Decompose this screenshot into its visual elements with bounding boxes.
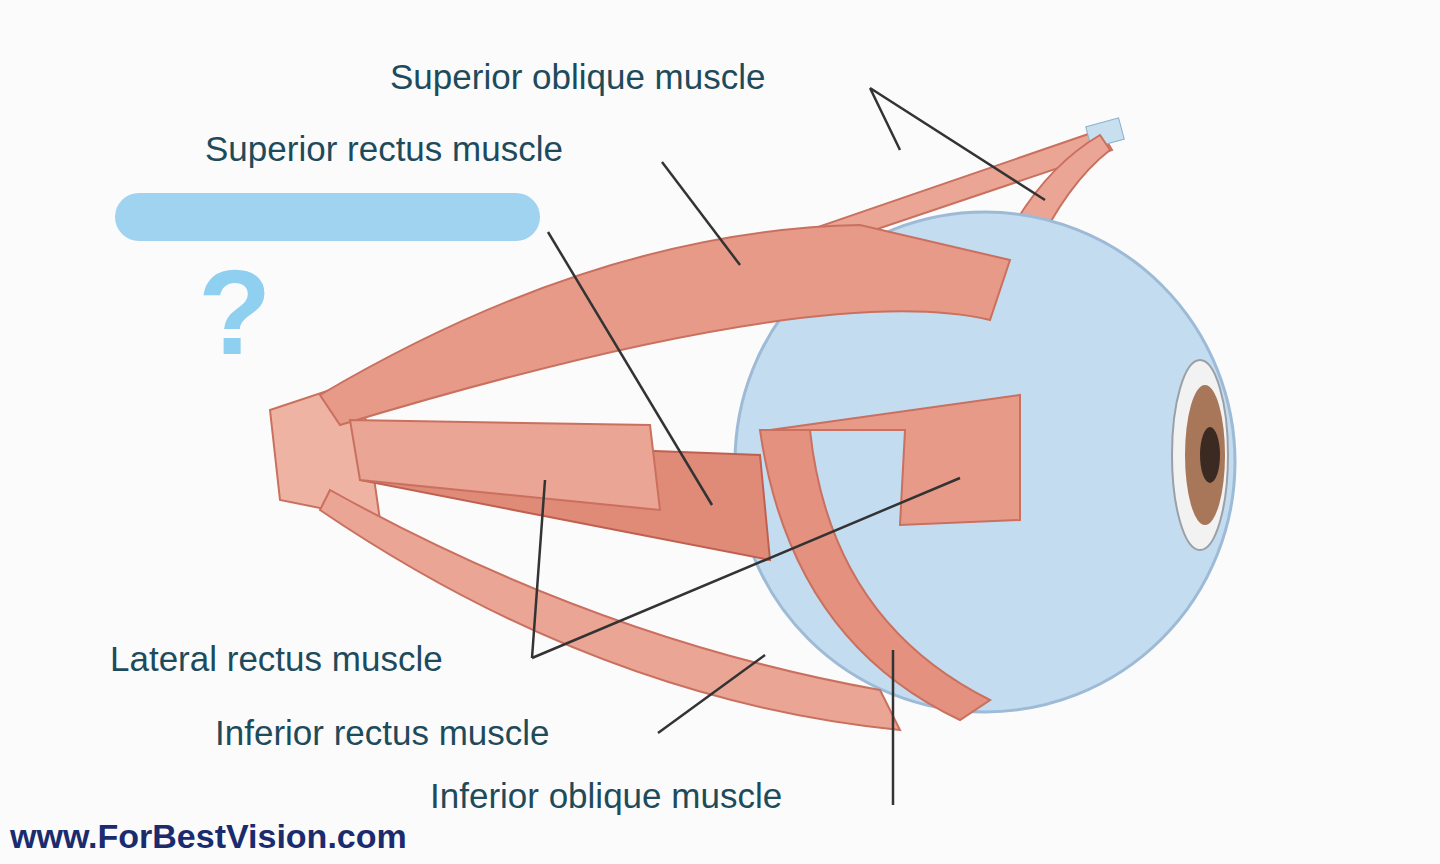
muscle-label: Superior oblique muscle <box>390 58 765 97</box>
inferior-oblique <box>760 430 990 720</box>
redaction-bar <box>115 193 540 241</box>
superior-rectus <box>320 225 1010 425</box>
muscle-label: Inferior oblique muscle <box>430 777 782 816</box>
cornea <box>1172 360 1228 550</box>
muscle-label: Inferior rectus muscle <box>215 714 550 753</box>
iris <box>1185 385 1225 525</box>
muscle-label: Superior rectus muscle <box>205 130 563 169</box>
pupil <box>1200 427 1220 483</box>
lateral-rectus <box>350 420 660 510</box>
muscle-label: Lateral rectus muscle <box>110 640 443 679</box>
watermark: www.ForBestVision.com <box>10 818 407 855</box>
question-mark: ? <box>198 252 271 372</box>
leader-lines <box>532 88 1045 805</box>
